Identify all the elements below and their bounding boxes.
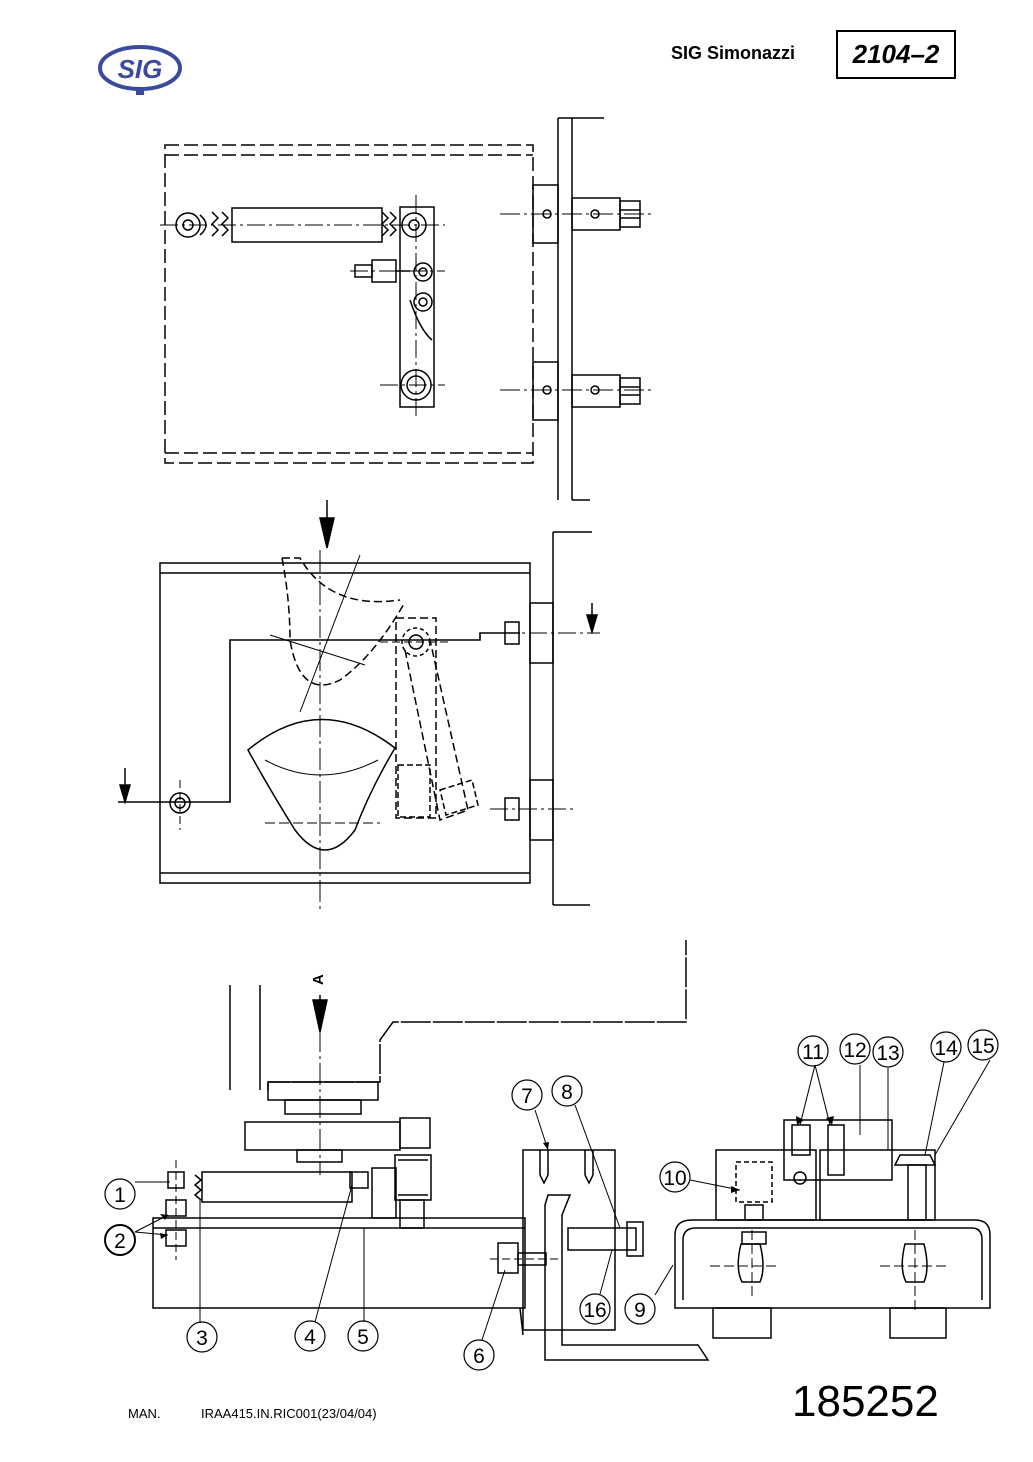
brand-name: SIG Simonazzi bbox=[671, 43, 796, 63]
callout-circle-2 bbox=[104, 1224, 136, 1256]
callout-13: 13 bbox=[876, 1042, 899, 1065]
callout-circle-11 bbox=[797, 1035, 829, 1067]
callout-10: 10 bbox=[663, 1167, 686, 1190]
top-view bbox=[160, 117, 655, 501]
callout-circle-14 bbox=[930, 1031, 962, 1063]
callout-circle-7 bbox=[511, 1079, 543, 1111]
callout-circle-15 bbox=[967, 1029, 999, 1061]
callout-circle-4 bbox=[294, 1320, 326, 1352]
view-label-a: A bbox=[310, 974, 327, 985]
callout-14: 14 bbox=[934, 1037, 958, 1060]
callout-15: 15 bbox=[971, 1035, 994, 1058]
callout-5: 5 bbox=[357, 1326, 369, 1349]
callout-4: 4 bbox=[304, 1326, 316, 1349]
section-view bbox=[118, 500, 600, 910]
callout-2: 2 bbox=[114, 1230, 126, 1253]
sig-logo: SIG bbox=[98, 45, 182, 95]
assembly-view bbox=[152, 940, 991, 1361]
logo-text: SIG bbox=[118, 54, 163, 84]
callout-circle-8 bbox=[551, 1075, 583, 1107]
page-number: 185252 bbox=[792, 1377, 939, 1426]
footer-man: MAN. bbox=[128, 1406, 161, 1421]
callout-16: 16 bbox=[583, 1299, 606, 1322]
callout-9: 9 bbox=[634, 1299, 646, 1322]
callout-circle-1 bbox=[104, 1178, 136, 1210]
callout-arrowheads bbox=[160, 1116, 834, 1239]
callout-3: 3 bbox=[196, 1327, 208, 1350]
callout-circle-3 bbox=[186, 1321, 218, 1353]
callout-leaders bbox=[134, 1059, 991, 1341]
callout-6: 6 bbox=[473, 1345, 485, 1368]
callout-circle-10 bbox=[659, 1161, 691, 1193]
document-code: 2104–2 bbox=[836, 30, 956, 79]
callout-circle-13 bbox=[872, 1036, 904, 1068]
callout-circle-5 bbox=[347, 1320, 379, 1352]
callout-1: 1 bbox=[114, 1184, 126, 1207]
callout-circle-9 bbox=[624, 1293, 656, 1325]
callout-circle-16 bbox=[579, 1293, 611, 1325]
callout-7: 7 bbox=[521, 1085, 533, 1108]
callout-circles bbox=[104, 1029, 999, 1371]
callout-circle-6 bbox=[463, 1339, 495, 1371]
callout-11: 11 bbox=[802, 1041, 824, 1064]
callout-12: 12 bbox=[843, 1039, 866, 1062]
callout-circle-12 bbox=[839, 1033, 871, 1065]
footer-reference: IRAA415.IN.RIC001(23/04/04) bbox=[201, 1406, 377, 1421]
callout-8: 8 bbox=[561, 1081, 573, 1104]
